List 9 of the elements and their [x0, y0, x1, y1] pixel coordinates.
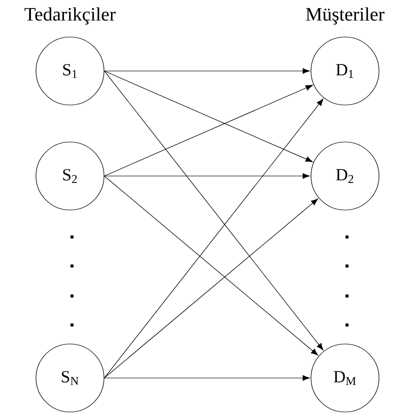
arrow	[104, 173, 310, 179]
arrow	[104, 98, 324, 378]
arrow	[104, 375, 310, 381]
arrow	[104, 68, 310, 74]
arrow	[104, 176, 318, 356]
arrow	[104, 198, 318, 378]
arrow	[104, 70, 324, 350]
arrow	[104, 84, 313, 176]
arrow	[104, 70, 313, 162]
